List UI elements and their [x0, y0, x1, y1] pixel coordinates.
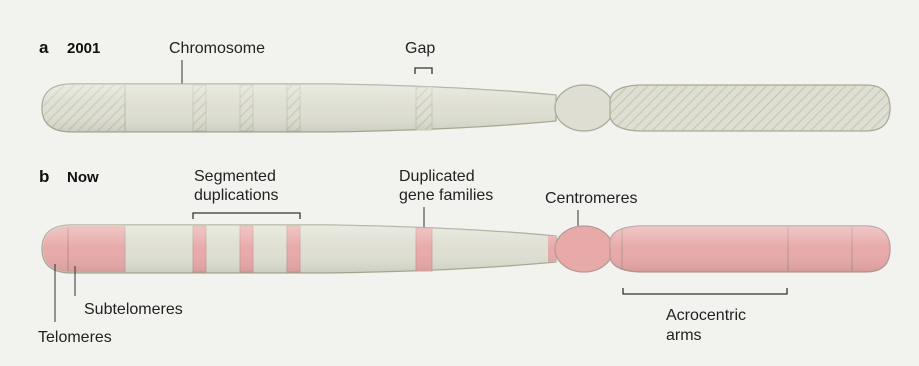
dup-gene-label-line2: gene families [399, 187, 493, 204]
acrocentric-label-line1: Acrocentric [666, 307, 746, 324]
gap-label: Gap [405, 40, 435, 57]
panel-a-letter: a [39, 38, 49, 57]
segmented-label-line2: duplications [194, 187, 279, 204]
telomeres-label: Telomeres [38, 329, 112, 346]
short-arm-2001 [610, 85, 890, 131]
centromere-now [555, 226, 613, 272]
segmented-label-line1: Segmented [194, 168, 276, 185]
panel-b-title: Now [67, 169, 99, 186]
acrocentric-bracket [623, 288, 787, 294]
panel-a-title: 2001 [67, 40, 100, 57]
acrocentric-label-line2: arms [666, 327, 702, 344]
chromosome-label: Chromosome [169, 40, 265, 57]
centromeres-label: Centromeres [545, 190, 637, 207]
gap-bracket [415, 68, 432, 74]
segmented-bracket [193, 213, 300, 219]
panel-b-letter: b [39, 167, 49, 186]
dup-gene-label-line1: Duplicated [399, 168, 475, 185]
centromere-2001 [555, 85, 613, 131]
chromosome-2001 [42, 84, 890, 132]
chromosome-now [42, 225, 890, 273]
subtelomeres-label: Subtelomeres [84, 301, 183, 318]
